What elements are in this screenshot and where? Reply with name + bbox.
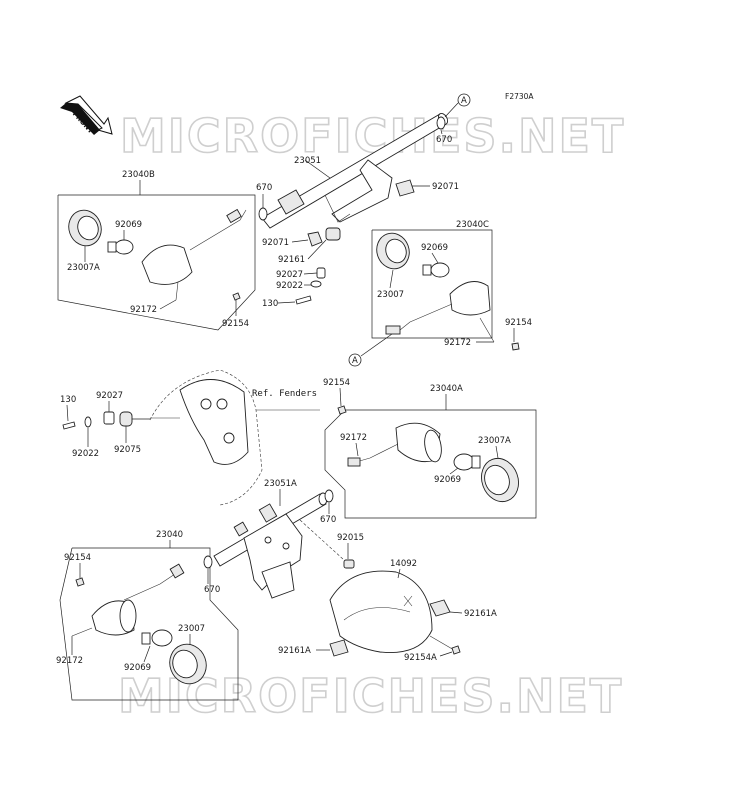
label-23007-c: 23007: [377, 290, 404, 300]
label-23007A-b: 23007A: [67, 263, 100, 273]
bracket-23051A: [213, 492, 328, 599]
svg-text:A: A: [461, 96, 467, 106]
label-92154-bl: 92154: [64, 553, 91, 563]
svg-text:A: A: [352, 356, 358, 366]
label-92154-c: 92154: [505, 318, 532, 328]
label-92071-mid: 92071: [262, 238, 289, 248]
label-23051A: 23051A: [264, 479, 297, 489]
cover-14092: [329, 570, 433, 653]
label-92069-b: 92069: [115, 220, 142, 230]
label-92172-c: 92172: [444, 338, 471, 348]
label-130-left: 130: [60, 395, 76, 405]
callout-a-top: [457, 93, 471, 107]
label-23051: 23051: [294, 156, 321, 166]
crossbar-23051: [261, 112, 449, 229]
label-92015: 92015: [337, 533, 364, 543]
label-23007A-a: 23007A: [478, 436, 511, 446]
callout-a-right: [348, 353, 362, 367]
label-23040: 23040: [156, 530, 183, 540]
label-92172-a: 92172: [340, 433, 367, 443]
label-92172-b: 92172: [130, 305, 157, 315]
label-92069-a: 92069: [434, 475, 461, 485]
label-92172-bl: 92172: [56, 656, 83, 666]
group-23040A: [324, 409, 537, 519]
label-23007-bl: 23007: [178, 624, 205, 634]
label-23040B: 23040B: [122, 170, 155, 180]
label-92075: 92075: [114, 445, 141, 455]
label-670-top: 670: [436, 135, 452, 145]
label-92027-left: 92027: [96, 391, 123, 401]
ref-fenders: Ref. Fenders: [252, 389, 317, 399]
fender-outline: [149, 369, 320, 506]
label-92154-b: 92154: [222, 319, 249, 329]
label-92027-mid: 92027: [276, 270, 303, 280]
label-92022-left: 92022: [72, 449, 99, 459]
label-92154A: 92154A: [404, 653, 437, 663]
label-130-mid: 130: [262, 299, 278, 309]
label-92022-mid: 92022: [276, 281, 303, 291]
front-arrow-icon: FRONT: [60, 95, 113, 135]
label-14092: 14092: [390, 559, 417, 569]
label-23040C: 23040C: [456, 220, 489, 230]
label-92161-mid: 92161: [278, 255, 305, 265]
label-92154-a: 92154: [323, 378, 350, 388]
label-92161A-r: 92161A: [464, 609, 497, 619]
label-92161A-l: 92161A: [278, 646, 311, 656]
label-92069-bl: 92069: [124, 663, 151, 673]
oring-670-top: [436, 116, 446, 130]
label-670-lower: 670: [320, 515, 336, 525]
group-23040B: [57, 194, 256, 331]
label-92071-right: 92071: [432, 182, 459, 192]
label-92069-c: 92069: [421, 243, 448, 253]
label-670-left: 670: [256, 183, 272, 193]
figure-code: F2730A: [505, 92, 534, 101]
label-670-bl: 670: [204, 585, 220, 595]
label-23040A: 23040A: [430, 384, 463, 394]
